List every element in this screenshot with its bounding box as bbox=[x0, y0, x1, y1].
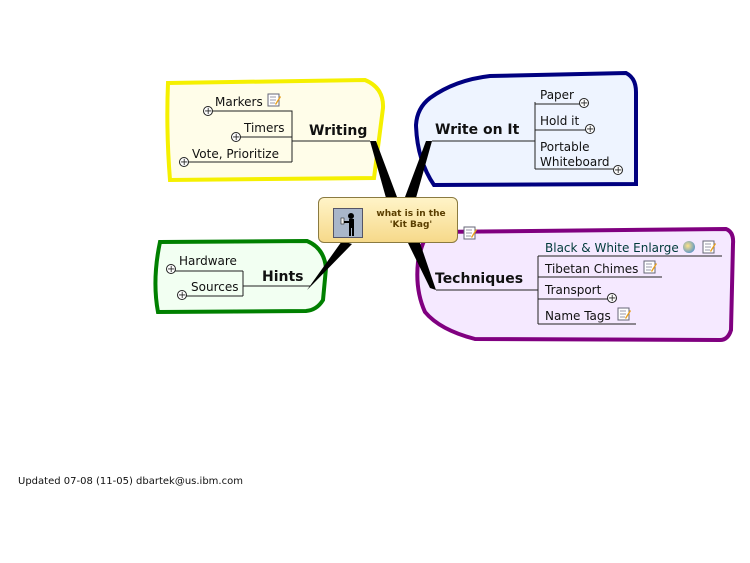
expand-icon[interactable]: + bbox=[613, 165, 623, 176]
techniques-item-name-tags[interactable]: Name Tags bbox=[545, 309, 611, 323]
writing-boundary bbox=[165, 77, 386, 183]
write-on-it-item-paper[interactable]: Paper bbox=[540, 88, 574, 102]
expand-icon[interactable]: + bbox=[607, 293, 617, 304]
central-topic-label: what is in the 'Kit Bag' bbox=[376, 209, 446, 230]
expand-icon[interactable]: + bbox=[579, 98, 589, 109]
note-icon[interactable] bbox=[702, 240, 716, 254]
branch-techniques[interactable]: Techniques bbox=[435, 271, 524, 287]
person-icon bbox=[333, 208, 363, 238]
hints-item-sources[interactable]: Sources bbox=[191, 280, 239, 294]
hints-item-hardware[interactable]: Hardware bbox=[179, 254, 237, 268]
hints-subtopic-lines bbox=[173, 270, 310, 297]
writing-subtopic-lines bbox=[185, 110, 370, 163]
expand-icon[interactable]: + bbox=[585, 124, 595, 135]
connector-hints bbox=[307, 241, 352, 290]
writing-item-markers[interactable]: Markers bbox=[215, 95, 263, 109]
connector-techniques bbox=[408, 243, 436, 290]
expand-icon[interactable]: + bbox=[177, 290, 187, 301]
connector-write-on-it bbox=[402, 141, 432, 205]
note-icon[interactable] bbox=[267, 93, 281, 107]
expand-icon[interactable]: + bbox=[166, 264, 176, 275]
connector-writing bbox=[370, 141, 400, 205]
write-on-it-subtopic-lines bbox=[432, 102, 618, 170]
writing-item-timers[interactable]: Timers bbox=[244, 121, 285, 135]
write-on-it-item-hold-it[interactable]: Hold it bbox=[540, 114, 580, 128]
note-icon[interactable] bbox=[643, 260, 657, 274]
techniques-subtopic-lines bbox=[436, 255, 722, 325]
note-icon[interactable] bbox=[463, 226, 477, 240]
techniques-item-transport[interactable]: Transport bbox=[545, 283, 602, 297]
expand-icon[interactable]: + bbox=[231, 132, 241, 143]
branch-hints[interactable]: Hints bbox=[262, 269, 304, 285]
central-topic[interactable]: what is in the 'Kit Bag' bbox=[318, 197, 458, 243]
web-link-icon[interactable] bbox=[683, 241, 695, 253]
techniques-item-black-white-enlarge[interactable]: Black & White Enlarge bbox=[545, 241, 679, 255]
write-on-it-item-portable-whiteboard[interactable]: Portable Whiteboard bbox=[540, 140, 610, 169]
expand-icon[interactable]: + bbox=[179, 157, 189, 168]
hints-boundary bbox=[153, 238, 329, 315]
branch-write-on-it[interactable]: Write on It bbox=[435, 122, 520, 138]
footer-updated-text: Updated 07-08 (11-05) dbartek@us.ibm.com bbox=[18, 476, 243, 487]
expand-icon[interactable]: + bbox=[203, 106, 213, 117]
note-icon[interactable] bbox=[617, 307, 631, 321]
writing-item-vote-prioritize[interactable]: Vote, Prioritize bbox=[192, 147, 279, 161]
techniques-item-tibetan-chimes[interactable]: Tibetan Chimes bbox=[545, 262, 639, 276]
branch-writing[interactable]: Writing bbox=[309, 123, 368, 139]
